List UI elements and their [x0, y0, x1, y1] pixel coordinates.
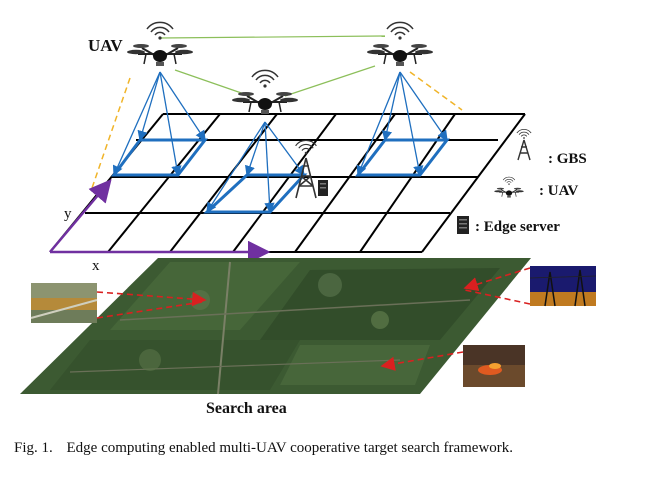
coverage-areas: [111, 138, 451, 214]
gbs-links: [91, 71, 463, 189]
uav-label: UAV: [88, 36, 123, 55]
gbs-tower-icon: [516, 128, 532, 161]
uav-icon: [366, 21, 434, 67]
uav-links: [159, 35, 386, 97]
edge-server-icon: [318, 180, 328, 196]
gbs-tower-icon: [295, 139, 317, 199]
legend: : GBS : UAV : Edge server: [457, 128, 587, 235]
target-photo-left: [30, 283, 98, 323]
legend-gbs-label: : GBS: [548, 151, 587, 167]
target-photo-right-bottom: [463, 345, 525, 387]
search-area-label: Search area: [206, 400, 287, 417]
legend-uav-label: : UAV: [539, 183, 578, 199]
figure-number: Fig. 1.: [14, 440, 53, 456]
figure-caption: Fig. 1. Edge computing enabled multi-UAV…: [14, 438, 624, 459]
caption-text: Edge computing enabled multi-UAV coopera…: [66, 440, 514, 456]
ground-grid: [49, 113, 526, 253]
axis-x-label: x: [92, 258, 100, 274]
target-arrows: [96, 267, 531, 371]
uav-icon: [231, 69, 299, 115]
search-area-terrain: [20, 258, 531, 395]
legend-edge-server-label: : Edge server: [475, 219, 560, 235]
uav-icon: [126, 21, 194, 67]
axes: [49, 179, 271, 264]
uav-beams: [112, 71, 448, 214]
target-photo-right-top: [529, 266, 597, 307]
edge-server-icon: [457, 216, 469, 234]
axis-y-label: y: [64, 206, 72, 222]
uav-icon: [493, 176, 525, 199]
